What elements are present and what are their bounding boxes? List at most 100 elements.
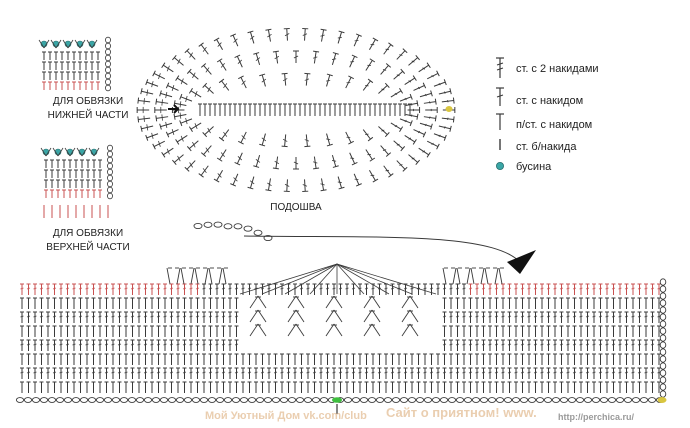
foundation-chain — [287, 397, 297, 403]
foundation-chain — [159, 397, 169, 403]
edge-chain — [233, 223, 243, 230]
legend-hdc-label: п/ст. с накидом — [516, 119, 592, 131]
foundation-chain — [495, 397, 505, 403]
chain-loop — [659, 334, 667, 342]
legend-sc-label: ст. б/накида — [516, 141, 577, 153]
swatch-chain — [105, 72, 112, 80]
foundation-chain — [599, 397, 609, 403]
foundation-chain — [447, 397, 457, 403]
foundation-chain — [135, 397, 145, 403]
edge-chain — [253, 229, 263, 236]
legend-dc2-label: ст. с 2 накидами — [516, 63, 599, 75]
foundation-chain — [111, 397, 121, 403]
foundation-chain — [399, 397, 409, 403]
foundation-chain — [639, 397, 649, 403]
foundation-chain — [255, 397, 265, 403]
swatch-chain — [107, 186, 114, 194]
foundation-chain — [55, 397, 65, 403]
watermark-left: Мой Уютный Дом vk.com/club — [205, 410, 367, 422]
chain-loop — [659, 390, 667, 398]
chain-loop — [659, 362, 667, 370]
chain-loop — [659, 278, 667, 286]
foundation-chain — [39, 397, 49, 403]
edge-chain — [193, 222, 203, 230]
edge-chain — [203, 221, 213, 228]
foundation-chain — [127, 397, 137, 403]
foundation-chain — [47, 397, 57, 403]
swatch-chain — [107, 150, 114, 158]
foundation-chain — [15, 397, 25, 403]
foundation-chain — [455, 397, 465, 403]
swatch-chain — [105, 60, 112, 68]
chain-loop — [659, 320, 667, 328]
legend-bead-icon — [495, 161, 504, 170]
legend-bead-label: бусина — [516, 161, 552, 173]
stitch-pattern — [15, 27, 667, 414]
foundation-chain — [247, 397, 257, 403]
foundation-chain — [431, 397, 441, 403]
foundation-chain — [503, 397, 513, 403]
foundation-chain — [575, 397, 585, 403]
foundation-chain — [191, 397, 201, 403]
foundation-chain — [407, 397, 417, 403]
swatch-chain — [105, 54, 112, 62]
chain-loop — [659, 327, 667, 335]
chain-loop — [659, 355, 667, 363]
foundation-chain — [527, 397, 537, 403]
foundation-chain — [463, 397, 473, 403]
edge-chain — [223, 223, 233, 230]
foundation-chain — [367, 397, 377, 403]
start-marker — [332, 397, 342, 403]
foundation-chain — [351, 397, 361, 403]
foundation-chain — [223, 397, 233, 403]
sole-start-arrow-icon — [168, 104, 180, 114]
chain-loop — [659, 313, 667, 321]
foundation-chain — [359, 397, 369, 403]
legend-hdc-icon — [496, 113, 504, 130]
foundation-chain — [199, 397, 209, 403]
legend-dc-label: ст. с накидом — [516, 95, 583, 107]
foundation-chain — [375, 397, 385, 403]
chain-loop — [659, 383, 667, 391]
edge-chain — [243, 225, 253, 232]
foundation-chain — [231, 397, 241, 403]
foundation-chain — [87, 397, 97, 403]
foundation-chain — [119, 397, 129, 403]
arrow-path — [243, 235, 521, 263]
foundation-chain — [383, 397, 393, 403]
foundation-chain — [423, 397, 433, 403]
foundation-chain — [647, 397, 657, 403]
watermark-right: http://perchica.ru/ — [558, 412, 635, 422]
foundation-chain — [607, 397, 617, 403]
chain-loop — [659, 376, 667, 384]
edge-chain — [213, 221, 223, 228]
foundation-chain — [391, 397, 401, 403]
swatch-chain — [105, 48, 112, 56]
foundation-chain — [471, 397, 481, 403]
foundation-chain — [535, 397, 545, 403]
caption-lower-1: ДЛЯ ОБВЯЗКИ — [53, 96, 123, 107]
caption-sole: ПОДОШВА — [270, 202, 322, 213]
foundation-chain — [143, 397, 153, 403]
sole-end-marker — [445, 106, 453, 112]
swatch-chain — [105, 36, 112, 44]
swatch-chain — [105, 66, 112, 74]
foundation-chain — [151, 397, 161, 403]
foundation-chain — [583, 397, 593, 403]
watermark-center: Сайт о приятном! www. — [386, 405, 537, 420]
caption-upper-2: ВЕРХНЕЙ ЧАСТИ — [46, 240, 129, 253]
foundation-chain — [519, 397, 529, 403]
foundation-chain — [319, 397, 329, 403]
foundation-chain — [103, 397, 113, 403]
foundation-chain — [479, 397, 489, 403]
edge-chain — [263, 234, 273, 242]
foundation-chain — [631, 397, 641, 403]
chain-loop — [659, 306, 667, 314]
foundation-chain — [175, 397, 185, 403]
foundation-chain — [79, 397, 89, 403]
legend-dc2-icon — [496, 57, 504, 78]
swatch-chain — [107, 180, 114, 188]
foundation-chain — [559, 397, 569, 403]
foundation-chain — [303, 397, 313, 403]
